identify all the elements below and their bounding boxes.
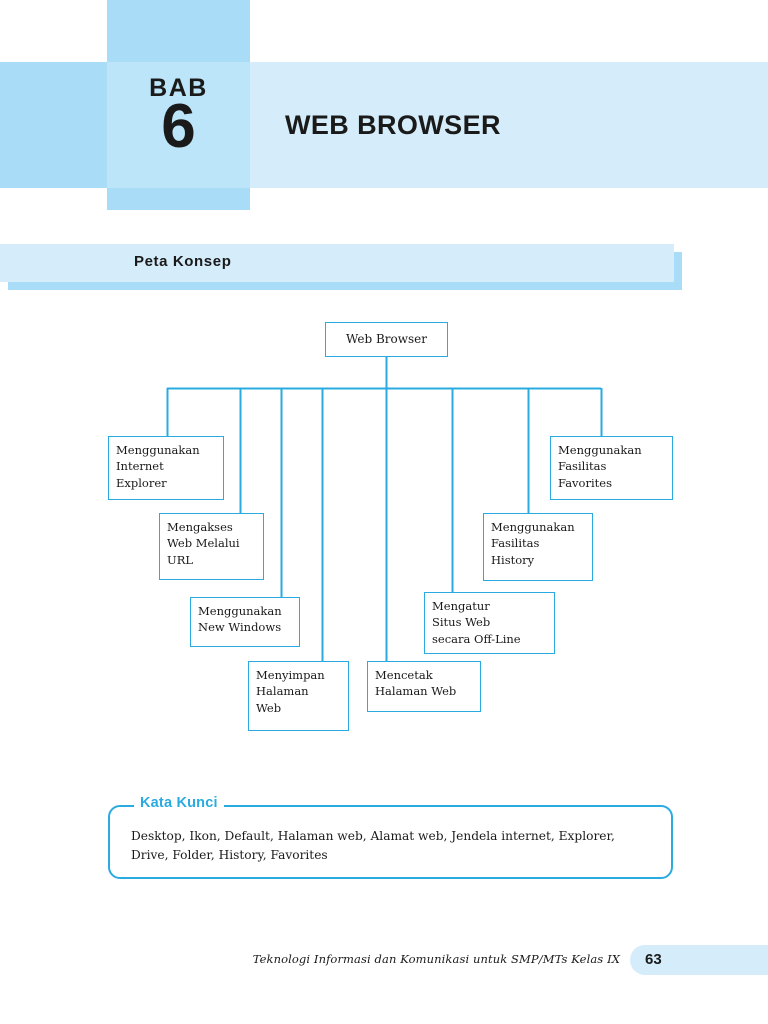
header-band-right bbox=[250, 62, 768, 188]
chapter-bab-label: BAB bbox=[149, 74, 208, 102]
concept-node-menyimpan-halaman[interactable]: Menyimpan Halaman Web bbox=[248, 661, 349, 731]
header-column-top bbox=[107, 0, 250, 62]
concept-node-root[interactable]: Web Browser bbox=[325, 322, 448, 357]
banner-background bbox=[0, 244, 674, 282]
concept-node-history[interactable]: Menggunakan Fasilitas History bbox=[483, 513, 593, 581]
kata-kunci-legend: Kata Kunci bbox=[134, 795, 224, 811]
concept-node-akses-url[interactable]: Mengakses Web Melalui URL bbox=[159, 513, 264, 580]
concept-node-new-windows[interactable]: Menggunakan New Windows bbox=[190, 597, 300, 647]
page-footer: Teknologi Informasi dan Komunikasi untuk… bbox=[0, 945, 768, 981]
concept-node-offline[interactable]: Mengatur Situs Web secara Off-Line bbox=[424, 592, 555, 654]
peta-konsep-banner: Peta Konsep bbox=[0, 244, 682, 290]
header-column-bottom bbox=[107, 188, 250, 210]
peta-konsep-label: Peta Konsep bbox=[134, 253, 232, 270]
concept-node-favorites[interactable]: Menggunakan Fasilitas Favorites bbox=[550, 436, 673, 500]
header-column-middle bbox=[107, 62, 250, 188]
kata-kunci-box: Kata Kunci Desktop, Ikon, Default, Halam… bbox=[108, 795, 673, 879]
chapter-header: BAB 6 WEB BROWSER bbox=[0, 0, 768, 215]
header-band-left bbox=[0, 62, 107, 188]
page-number-pill bbox=[630, 945, 768, 975]
chapter-number: 6 bbox=[161, 92, 196, 161]
footer-book-title: Teknologi Informasi dan Komunikasi untuk… bbox=[252, 952, 620, 966]
concept-node-internet-explorer[interactable]: Menggunakan Internet Explorer bbox=[108, 436, 224, 500]
concept-node-mencetak-halaman[interactable]: Mencetak Halaman Web bbox=[367, 661, 481, 712]
page-number: 63 bbox=[645, 951, 662, 968]
page-title: WEB BROWSER bbox=[285, 110, 501, 140]
kata-kunci-text: Desktop, Ikon, Default, Halaman web, Ala… bbox=[131, 829, 615, 862]
